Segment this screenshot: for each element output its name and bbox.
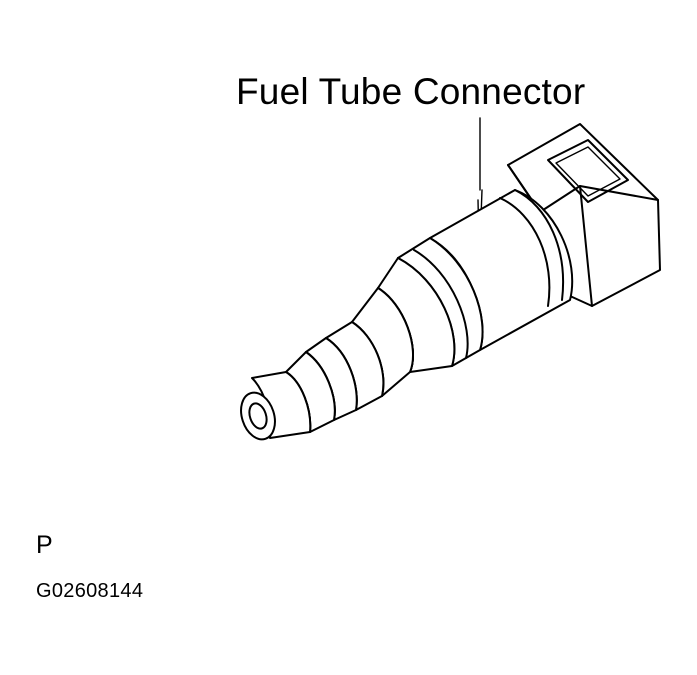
figure-code: G02608144: [36, 580, 144, 602]
callout-label-fuel-tube-connector: Fuel Tube Connector: [236, 71, 586, 112]
connector-nozzle-tip: [240, 371, 312, 441]
connector-barbed-stem: [285, 287, 414, 433]
view-letter: P: [36, 531, 53, 559]
